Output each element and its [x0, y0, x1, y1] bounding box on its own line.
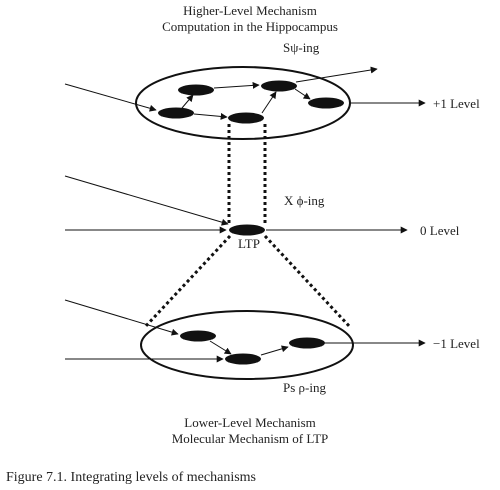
dotted-column — [227, 124, 267, 224]
entity-node — [225, 353, 261, 365]
dotted-cone — [143, 234, 352, 329]
entity-node — [158, 107, 194, 119]
level-plus1-label: +1 Level — [433, 96, 480, 111]
ltp-node — [229, 224, 265, 236]
level-minus1-label: −1 Level — [433, 336, 480, 351]
lower-level-ellipse — [140, 310, 354, 380]
top-title-line1: Higher-Level Mechanism — [183, 3, 317, 18]
entity-node — [289, 337, 325, 349]
bottom-title-line1: Lower-Level Mechanism — [184, 415, 316, 430]
upper-internal-arrows — [64, 66, 378, 120]
ltp-label: LTP — [238, 236, 260, 251]
top-title-line2: Computation in the Hippocampus — [162, 19, 338, 34]
entity-node — [180, 330, 216, 342]
entity-node — [178, 84, 214, 96]
bottom-title-line2: Molecular Mechanism of LTP — [172, 431, 329, 446]
entity-node — [228, 112, 264, 124]
entity-node — [308, 97, 344, 109]
lower-internal-arrows — [64, 299, 289, 363]
figure-caption: Figure 7.1. Integrating levels of mechan… — [6, 470, 256, 485]
top-activity-label: Sψ-ing — [283, 40, 320, 55]
level-0-label: 0 Level — [420, 223, 460, 238]
bottom-activity-label: Ps ρ-ing — [283, 380, 326, 395]
input-arrow — [64, 175, 229, 226]
entity-node — [261, 80, 297, 92]
middle-activity-label: X ϕ-ing — [284, 193, 325, 208]
